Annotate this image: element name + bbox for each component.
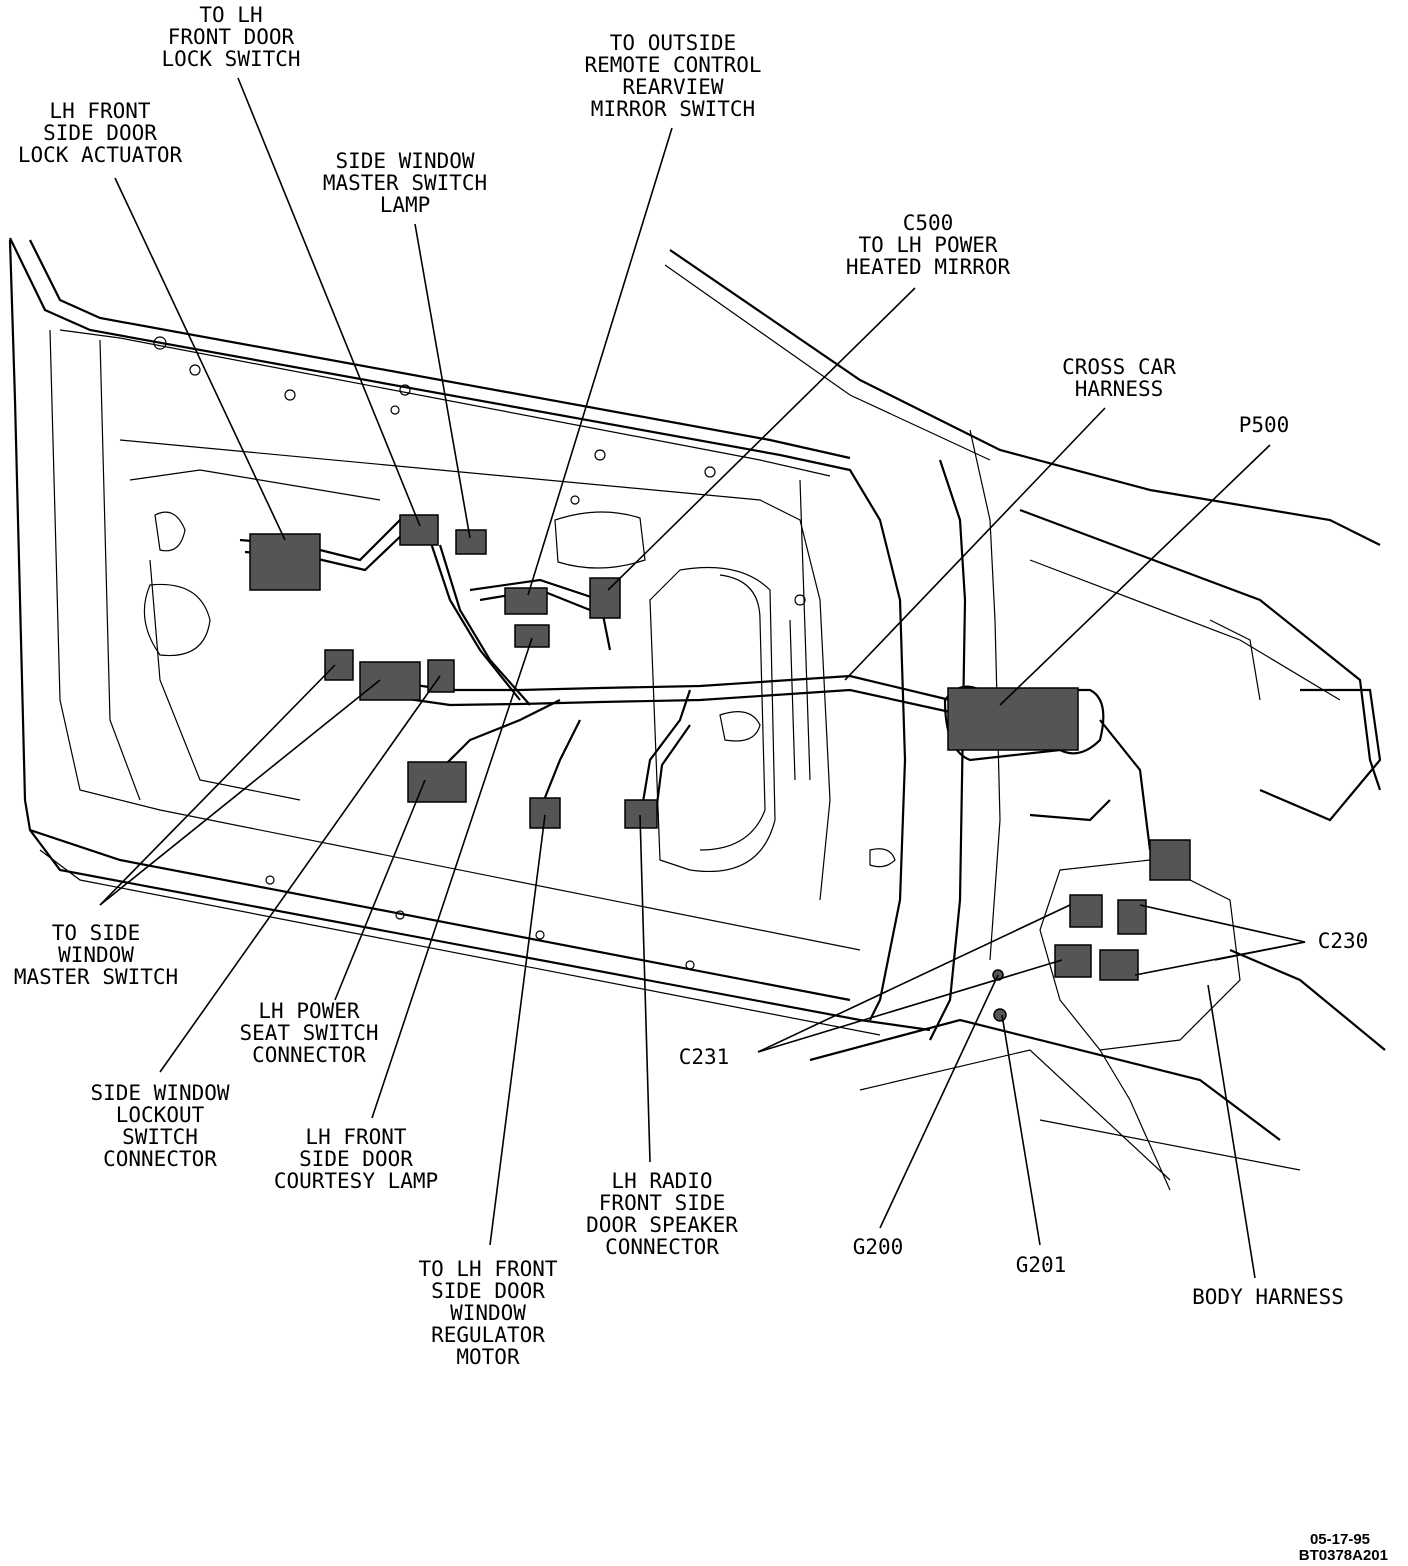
label-courtesy-lamp: LH FRONT SIDE DOOR COURTESY LAMP <box>273 1125 439 1193</box>
courtesy-lamp-connector <box>529 797 561 829</box>
c500-connector <box>589 577 621 619</box>
label-g201: G201 <box>1015 1253 1067 1277</box>
label-g200: G200 <box>852 1235 904 1259</box>
label-cross-car-harness: CROSS CAR HARNESS <box>1062 355 1176 401</box>
figure-id: BT0378A201 <box>1298 1547 1388 1564</box>
lock-actuator-connector <box>249 533 321 591</box>
label-seat-switch: LH POWER SEAT SWITCH CONNECTOR <box>239 999 379 1067</box>
lockout-connector <box>427 659 455 693</box>
door-outline <box>8 237 931 1036</box>
body-structure <box>664 249 1386 1191</box>
connectors <box>249 514 1191 1022</box>
mirror-switch-connector <box>504 587 548 615</box>
master-switch-connector-b <box>359 661 421 701</box>
label-c231: C231 <box>678 1045 730 1069</box>
c230-connector-a <box>1069 894 1103 928</box>
regulator-connector <box>514 624 550 648</box>
figure-date: 05-17-95 <box>1309 1531 1370 1548</box>
label-front-door-lock-switch: TO LH FRONT DOOR LOCK SWITCH <box>161 3 301 71</box>
label-body-harness: BODY HARNESS <box>1192 1285 1344 1309</box>
seat-switch-connector <box>407 761 467 803</box>
leader-lines <box>99 77 1306 1279</box>
label-c500: C500 TO LH POWER HEATED MIRROR <box>845 211 1011 279</box>
p500-boot <box>947 687 1079 751</box>
label-p500: P500 <box>1238 413 1290 437</box>
label-lockout-switch: SIDE WINDOW LOCKOUT SWITCH CONNECTOR <box>90 1081 230 1171</box>
body-harness-connector <box>1149 839 1191 881</box>
g201-ground <box>993 1008 1007 1022</box>
label-speaker: LH RADIO FRONT SIDE DOOR SPEAKER CONNECT… <box>586 1169 738 1259</box>
master-lamp-connector <box>455 529 487 555</box>
c231-connector-b <box>1099 949 1139 981</box>
master-switch-connector-a <box>324 649 354 681</box>
label-c230: C230 <box>1317 929 1369 953</box>
label-regulator-motor: TO LH FRONT SIDE DOOR WINDOW REGULATOR M… <box>418 1257 558 1369</box>
label-to-master-switch: TO SIDE WINDOW MASTER SWITCH <box>13 921 179 989</box>
label-mirror-switch: TO OUTSIDE REMOTE CONTROL REARVIEW MIRRO… <box>584 31 762 121</box>
label-door-lock-actuator: LH FRONT SIDE DOOR LOCK ACTUATOR <box>17 99 183 167</box>
label-master-switch-lamp: SIDE WINDOW MASTER SWITCH LAMP <box>322 149 488 217</box>
lock-switch-connector <box>399 514 439 546</box>
